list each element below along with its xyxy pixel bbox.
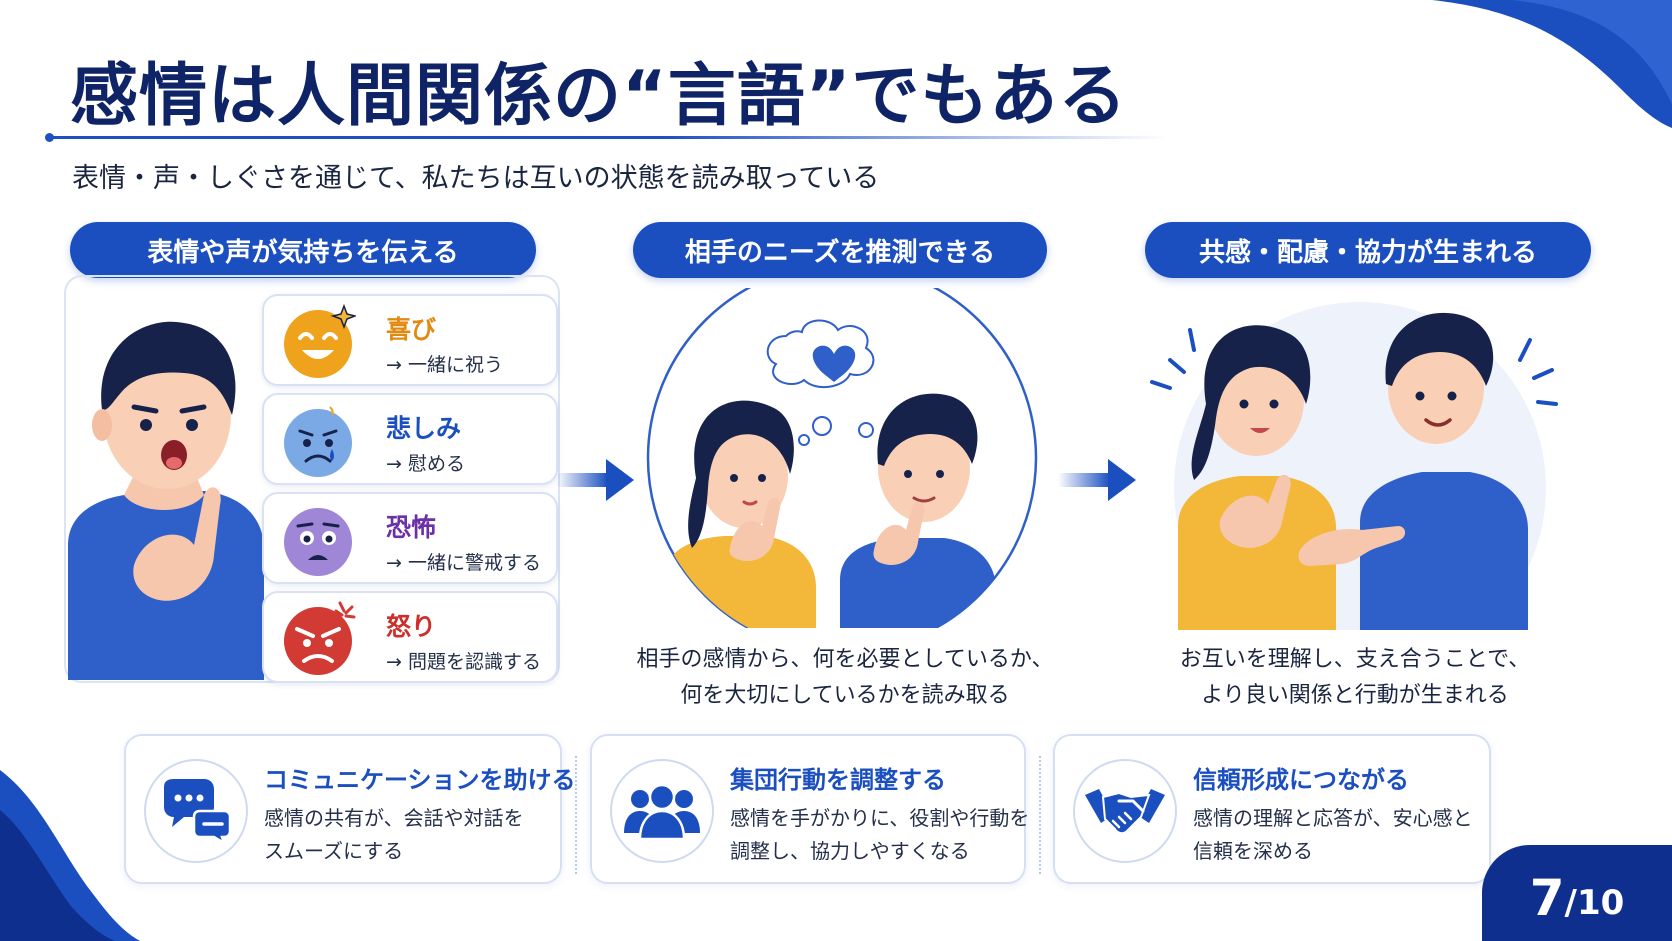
benefit-desc-line: 感情の理解と応答が、安心感と: [1193, 806, 1473, 830]
empathy-caption-line: より良い関係と行動が生まれる: [1201, 683, 1509, 708]
flow-arrow-right-icon: [556, 459, 634, 501]
corner-wave-top-right: [1432, 0, 1672, 128]
emotion-name-sadness: 悲しみ: [386, 414, 462, 443]
benefit-desc-group: 感情を手がかりに、役割や行動を 調整し、協力しやすくなる: [730, 802, 1029, 868]
fear-face-icon: [284, 508, 352, 576]
benefit-icon-wrap: [1073, 759, 1177, 863]
benefit-desc-line: スムーズにする: [264, 839, 404, 863]
benefit-icon-wrap: [610, 759, 714, 863]
empathy-caption: お互いを理解し、支え合うことで、 より良い関係と行動が生まれる: [1110, 642, 1600, 714]
slide-title: 感情は人間関係の“言語”でもある: [70, 57, 1128, 136]
emotion-action-anger: → 問題を認識する: [386, 651, 541, 673]
thinking-couple-illustration: [646, 288, 1038, 628]
emotion-name-joy: 喜び: [386, 315, 437, 344]
emotion-action-joy: → 一緒に祝う: [386, 354, 503, 376]
benefit-desc-line: 信頼を深める: [1193, 839, 1313, 863]
step-pill-empathy: 共感・配慮・協力が生まれる: [1145, 222, 1591, 278]
card-divider: [1039, 756, 1041, 874]
slide-subtitle: 表情・声・しぐさを通じて、私たちは互いの状態を読み取っている: [72, 163, 880, 194]
emotion-card-joy: 喜び → 一緒に祝う: [262, 294, 558, 386]
chat-bubbles-icon: [164, 779, 232, 843]
step-pill-express: 表情や声が気持ちを伝える: [70, 222, 536, 278]
infer-caption: 相手の感情から、何を必要としているか、 何を大切にしているかを読み取る: [600, 642, 1090, 714]
benefit-title-trust: 信頼形成につながる: [1193, 766, 1409, 794]
title-underline-dot: [45, 133, 54, 142]
benefit-desc-communication: 感情の共有が、会話や対話を スムーズにする: [264, 802, 524, 868]
page-number-badge: 7 /10: [1482, 845, 1672, 941]
benefit-desc-line: 感情の共有が、会話や対話を: [264, 806, 524, 830]
step-pill-infer: 相手のニーズを推測できる: [633, 222, 1047, 278]
title-underline: [48, 136, 1168, 139]
page-current: 7: [1529, 869, 1565, 927]
benefit-card-communication: コミュニケーションを助ける 感情の共有が、会話や対話を スムーズにする: [124, 734, 576, 884]
benefit-title-group: 集団行動を調整する: [730, 766, 946, 794]
emotion-name-fear: 恐怖: [386, 513, 437, 542]
emotion-name-anger: 怒り: [386, 612, 437, 641]
benefit-desc-line: 感情を手がかりに、役割や行動を: [730, 806, 1030, 830]
handshake-icon: [1085, 789, 1165, 835]
group-people-icon: [624, 783, 700, 839]
corner-wave-bottom-left: [0, 770, 140, 941]
benefit-icon-wrap: [144, 759, 248, 863]
emotion-action-sadness: → 慰める: [386, 453, 465, 475]
benefit-card-trust: 信頼形成につながる 感情の理解と応答が、安心感と 信頼を深める: [1053, 734, 1491, 884]
card-divider: [575, 756, 577, 874]
benefit-card-group: 集団行動を調整する 感情を手がかりに、役割や行動を 調整し、協力しやすくなる: [590, 734, 1029, 884]
emotion-card-fear: 恐怖 → 一緒に警戒する: [262, 492, 558, 584]
sad-face-icon: [284, 406, 352, 477]
infer-caption-line: 相手の感情から、何を必要としているか、: [636, 647, 1054, 672]
anger-face-icon: [284, 601, 356, 675]
benefit-title-communication: コミュニケーションを助ける: [264, 766, 576, 794]
benefit-desc-line: 調整し、協力しやすくなる: [730, 839, 970, 863]
flow-arrow-right-icon: [1058, 459, 1136, 501]
emotion-card-sadness: 悲しみ → 慰める: [262, 393, 558, 485]
supportive-couple-illustration: [1150, 302, 1558, 630]
infer-caption-line: 何を大切にしているかを読み取る: [680, 683, 1010, 708]
joy-face-icon: [284, 304, 356, 378]
emotion-action-fear: → 一緒に警戒する: [386, 552, 541, 574]
emotion-card-anger: 怒り → 問題を認識する: [262, 591, 558, 683]
benefit-desc-trust: 感情の理解と応答が、安心感と 信頼を深める: [1193, 802, 1473, 868]
empathy-caption-line: お互いを理解し、支え合うことで、: [1179, 647, 1531, 672]
page-total: /10: [1564, 883, 1625, 923]
